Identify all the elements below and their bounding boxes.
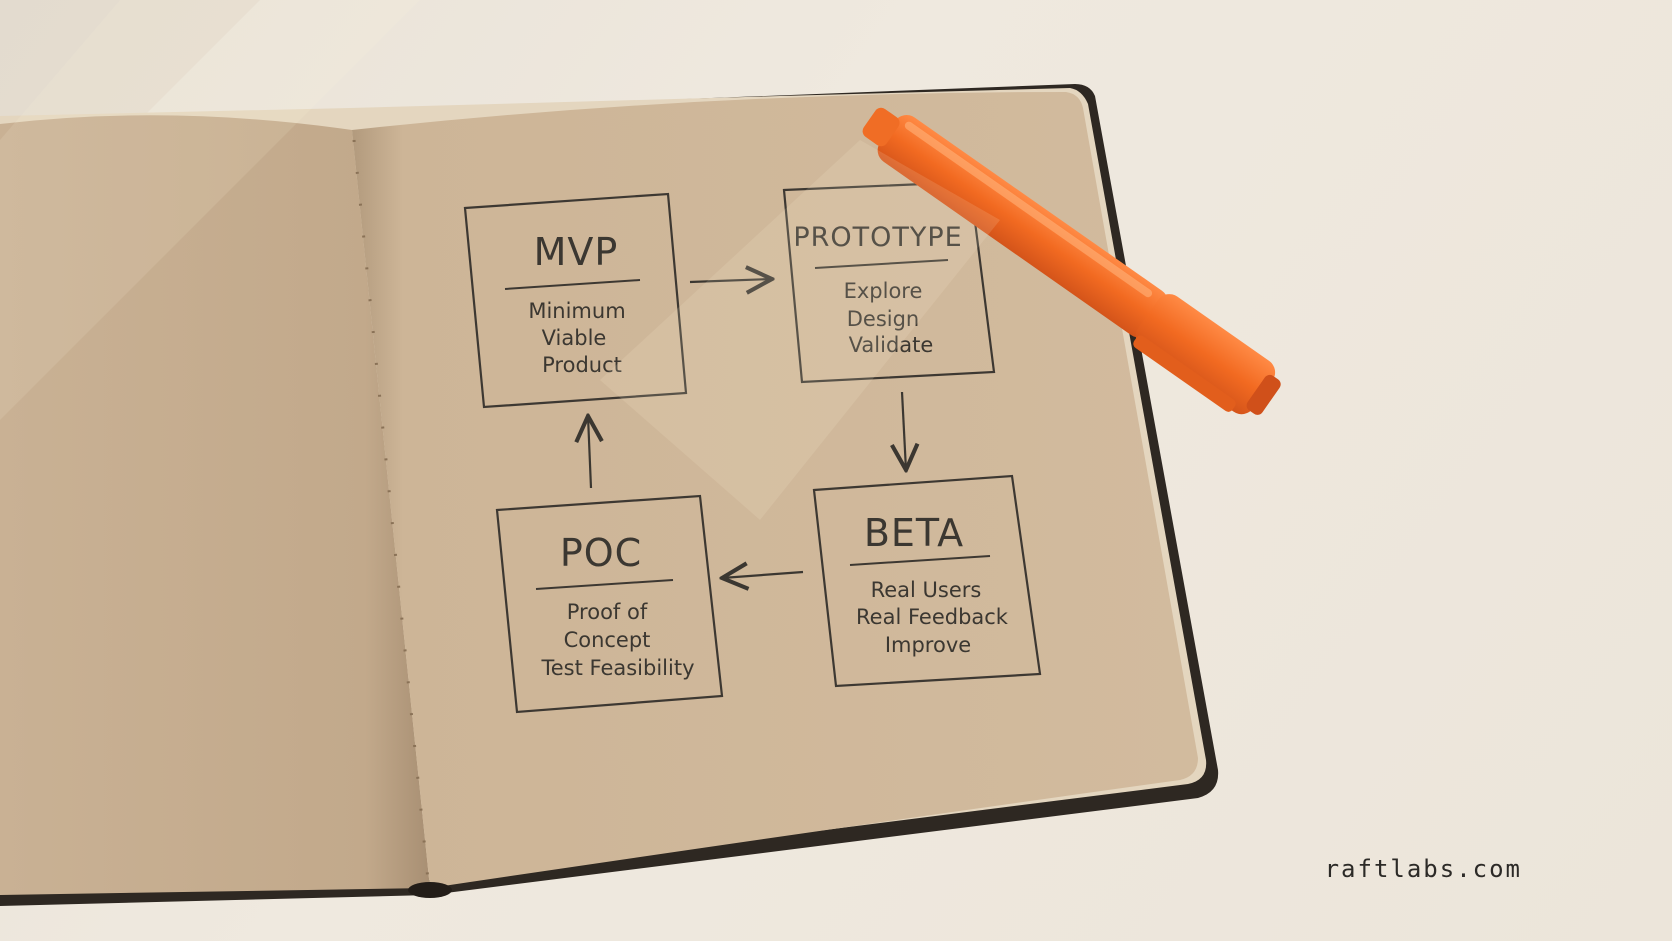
node-beta: BETA Real Users Real Feedback Improve — [812, 474, 1042, 688]
marker-clip — [1133, 335, 1236, 412]
node-prototype: PROTOTYPE Explore Design Validate — [782, 180, 996, 384]
node-poc: POC Proof of Concept Test Feasibility — [495, 494, 724, 714]
marker-highlight — [904, 121, 1153, 298]
node-divider — [849, 555, 991, 566]
process-diagram: MVP Minimum Viable Product PROTOTYPE Exp… — [463, 180, 1042, 714]
marker-barrel — [877, 114, 1168, 338]
marker-cap — [1135, 294, 1276, 415]
marker-cap-end — [1246, 374, 1281, 415]
node-box — [463, 192, 688, 409]
node-line: Improve — [885, 633, 971, 657]
node-line: Viable — [542, 326, 607, 350]
node-line: Validate — [849, 333, 934, 357]
node-title: POC — [560, 531, 642, 575]
bookmark-end — [408, 882, 452, 898]
light-beam — [600, 140, 1000, 520]
node-mvp: MVP Minimum Viable Product — [463, 192, 688, 409]
arrow-beta-to-poc — [722, 572, 804, 578]
node-line: Test Feasibility — [540, 656, 694, 680]
node-line: Proof of — [567, 600, 648, 624]
node-title: PROTOTYPE — [793, 222, 962, 253]
node-line: Design — [847, 307, 920, 331]
node-line: Concept — [564, 628, 651, 652]
arrow-prototype-to-beta — [902, 391, 906, 470]
notebook — [0, 84, 1219, 906]
node-title: BETA — [864, 511, 964, 555]
node-divider — [814, 259, 949, 269]
light-beam — [0, 0, 420, 420]
orange-marker — [862, 107, 1281, 415]
node-box — [782, 180, 996, 384]
node-line: Real Users — [871, 578, 982, 602]
node-divider — [535, 579, 674, 590]
node-line: Explore — [844, 279, 923, 303]
right-page — [352, 92, 1198, 888]
watermark: raftlabs.com — [1324, 855, 1522, 883]
marker-end — [862, 107, 900, 147]
node-line: Real Feedback — [856, 605, 1009, 629]
node-line: Product — [542, 353, 622, 377]
node-box — [812, 474, 1042, 688]
left-page — [0, 115, 430, 896]
node-title: MVP — [534, 230, 619, 274]
arrow-poc-to-mvp — [588, 416, 591, 489]
arrow-mvp-to-prototype — [689, 279, 772, 282]
node-box — [495, 494, 724, 714]
node-line: Minimum — [528, 299, 625, 323]
node-divider — [504, 279, 641, 290]
